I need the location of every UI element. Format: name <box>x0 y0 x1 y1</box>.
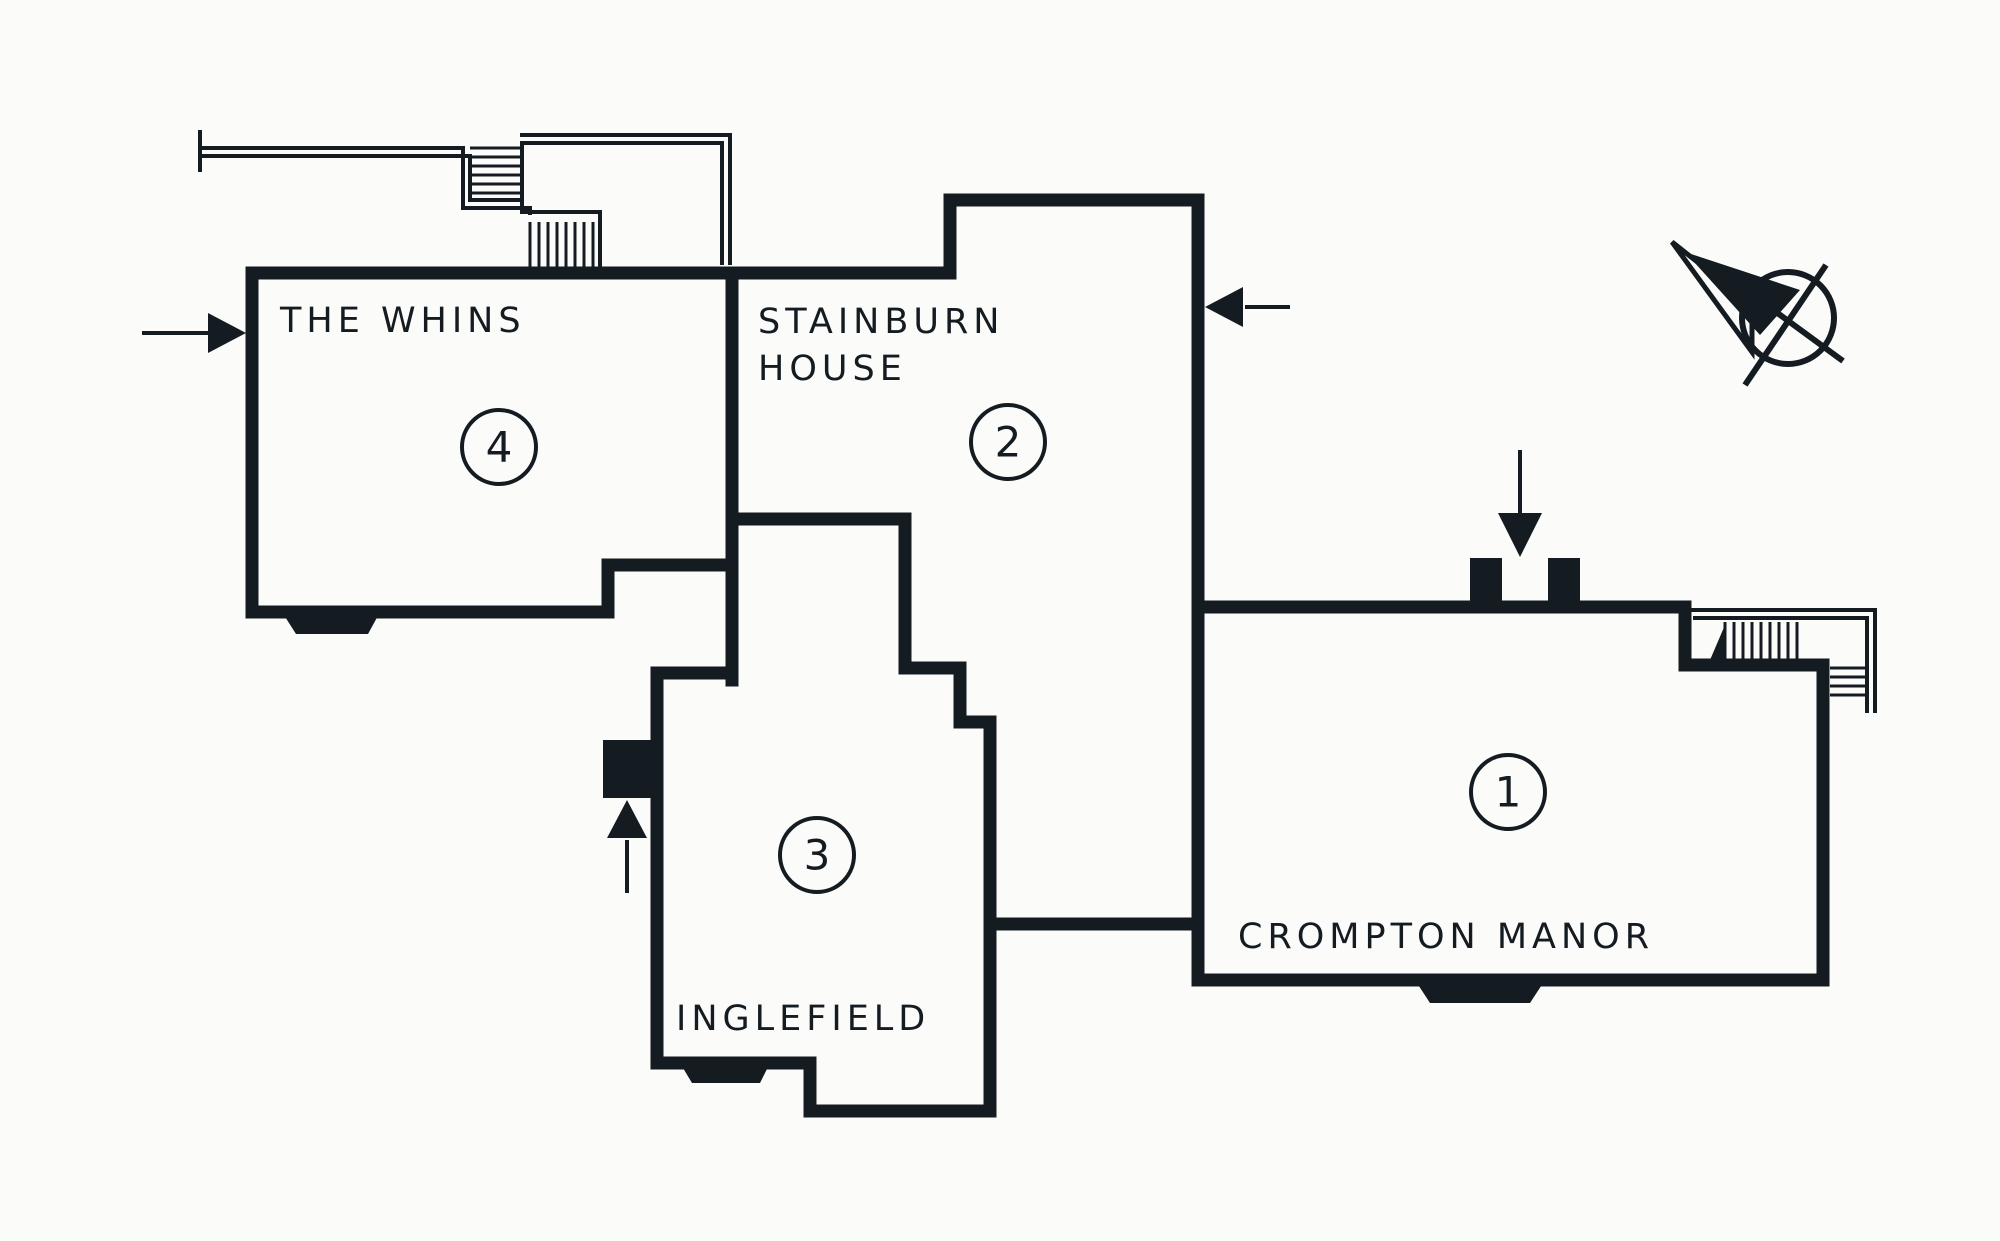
crompton-porch-pillar-right <box>1548 558 1580 608</box>
the-whins-bay <box>282 612 380 634</box>
crompton-manor-number: 1 <box>1495 768 1522 817</box>
inglefield-entrance-arrow-icon <box>607 800 647 893</box>
the-whins-outline <box>245 266 739 619</box>
the-whins-staircase <box>198 130 732 268</box>
stainburn-house-name-line1: STAINBURN <box>758 302 1004 342</box>
inglefield-number: 3 <box>804 831 831 880</box>
stainburn-house-number: 2 <box>995 418 1022 467</box>
inglefield-outline <box>650 512 997 1118</box>
inglefield-name: INGLEFIELD <box>676 999 930 1039</box>
building-the-whins: THE WHINS 4 <box>142 130 739 634</box>
crompton-manor-outline <box>1191 600 1830 987</box>
inglefield-bay <box>680 1063 770 1083</box>
stainburn-house-entrance-arrow-icon <box>1205 287 1290 327</box>
building-inglefield: INGLEFIELD 3 <box>603 512 997 1118</box>
building-stainburn-house: STAINBURN HOUSE 2 <box>725 193 1290 931</box>
crompton-manor-entrance-arrow-icon <box>1498 450 1542 557</box>
the-whins-number-ring <box>460 408 538 486</box>
crompton-manor-number-ring <box>1469 753 1547 831</box>
the-whins-entrance-arrow-icon <box>142 313 246 353</box>
crompton-manor-staircase <box>1685 608 1877 713</box>
inglefield-porch <box>603 740 653 798</box>
crompton-manor-name: CROMPTON MANOR <box>1238 917 1654 957</box>
the-whins-number: 4 <box>486 423 513 472</box>
inglefield-number-ring <box>778 816 856 894</box>
crompton-porch-pillar-left <box>1470 558 1502 608</box>
stainburn-house-name-line2: HOUSE <box>758 349 907 389</box>
building-crompton-manor: CROMPTON MANOR 1 <box>986 450 1877 1003</box>
north-arrow-icon <box>1669 240 1845 387</box>
crompton-manor-bay <box>1415 980 1545 1003</box>
the-whins-name: THE WHINS <box>279 301 526 341</box>
stainburn-house-number-ring <box>969 403 1047 481</box>
